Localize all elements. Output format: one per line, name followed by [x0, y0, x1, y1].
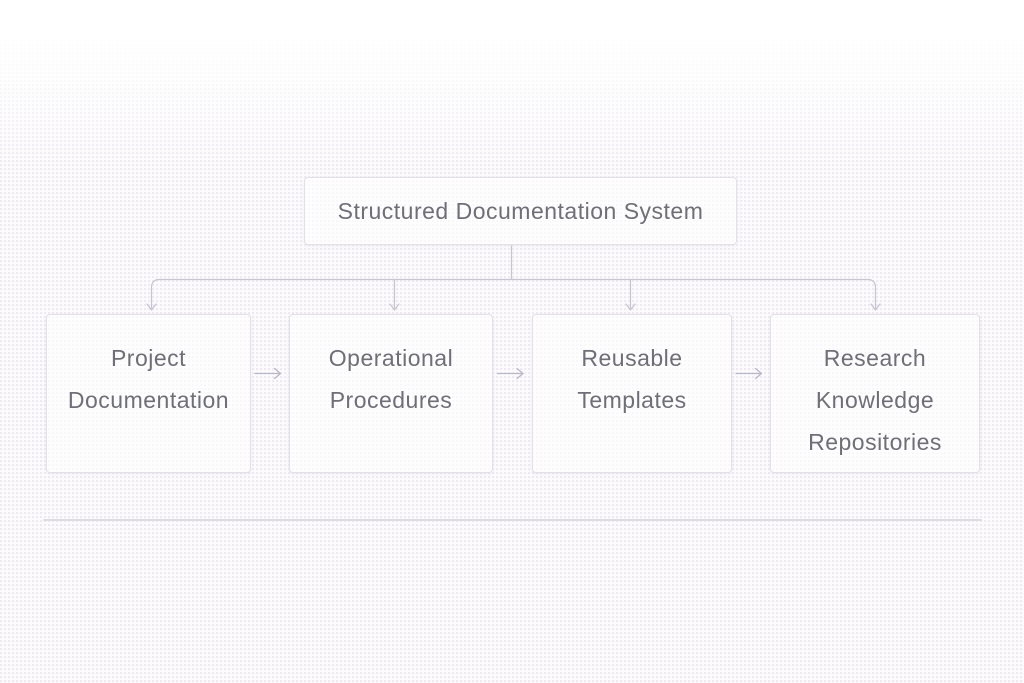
node-label-line: Procedures — [329, 387, 453, 413]
node-label-line: Knowledge — [815, 387, 935, 413]
node-root-structured-documentation-system: Structured Documentation System — [304, 177, 737, 245]
node-root-label: Structured Documentation System — [337, 197, 704, 224]
node-reusable-templates: Reusable Templates — [532, 314, 732, 473]
node-operational-procedures: Operational Procedures — [289, 314, 493, 473]
branch-rail-line — [150, 278, 877, 310]
node-label-line: Documentation — [67, 387, 230, 413]
arrowhead-down-icon — [146, 303, 881, 311]
node-label-line: Templates — [577, 387, 687, 413]
node-research-knowledge-repositories: Research Knowledge Repositories — [770, 314, 980, 473]
node-label-line: Research — [823, 345, 927, 371]
node-project-documentation: Project Documentation — [46, 314, 251, 473]
node-label-line: Reusable — [581, 345, 683, 371]
footer-divider — [43, 519, 982, 521]
node-label-line: Repositories — [808, 429, 942, 455]
node-label-line: Operational — [328, 345, 454, 371]
node-label-line: Project — [110, 345, 187, 371]
